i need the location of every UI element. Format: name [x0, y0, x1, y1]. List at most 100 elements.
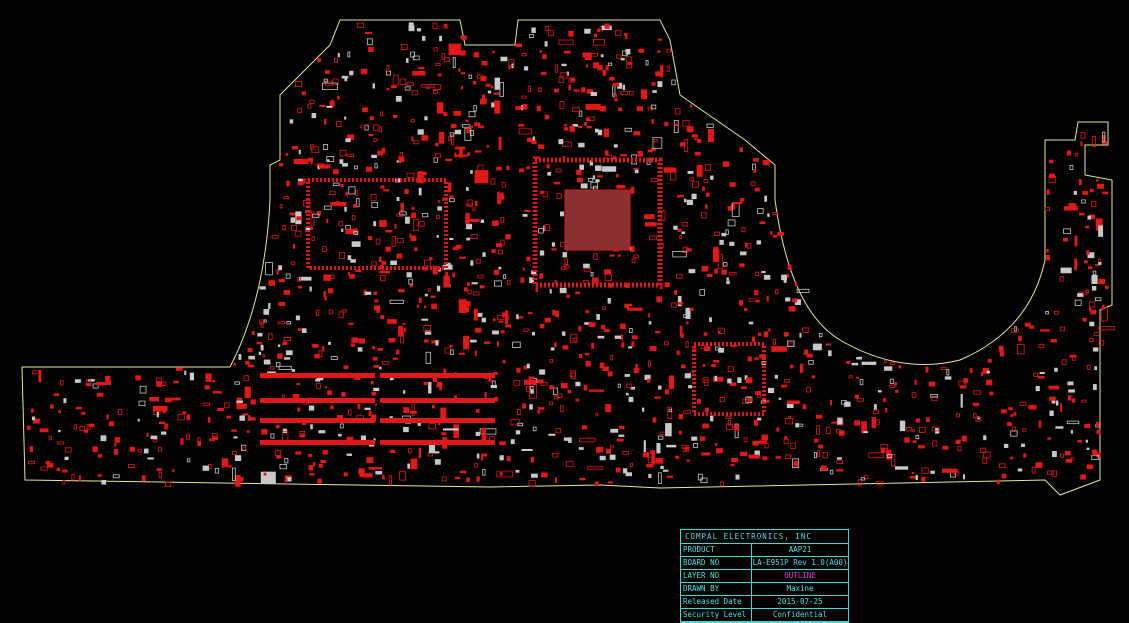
component-pad [40, 466, 48, 471]
component-pad [777, 232, 785, 236]
component-pad [476, 476, 480, 482]
component-pad [242, 413, 249, 416]
component-pad [379, 366, 382, 370]
component-pad [259, 319, 264, 325]
component-pad [494, 100, 501, 114]
component-pad [147, 457, 154, 460]
component-pad [279, 204, 283, 209]
component-pad [982, 457, 988, 464]
component-pad [454, 476, 461, 480]
component-pad [1047, 470, 1054, 475]
component-pad [757, 417, 762, 421]
component-pad [425, 351, 432, 364]
component-pad [467, 282, 470, 287]
component-pad [85, 379, 91, 387]
component-pad [418, 447, 421, 459]
component-pad [940, 367, 947, 370]
component-pad [529, 277, 534, 284]
component-pad [553, 181, 561, 185]
component-pad [710, 175, 714, 180]
component-pad [583, 384, 588, 391]
component-pad [540, 381, 548, 386]
component-pad [444, 347, 451, 354]
component-pad [678, 430, 682, 435]
component-pad [323, 78, 328, 83]
component-pad [717, 254, 724, 270]
component-pad [368, 410, 372, 417]
component-pad [328, 341, 331, 345]
component-pad [439, 35, 443, 42]
component-pad [681, 222, 689, 227]
component-pad [667, 406, 673, 420]
component-pad [418, 170, 423, 177]
component-pad [631, 258, 636, 263]
component-pad [513, 380, 521, 386]
component-pad [762, 399, 770, 403]
component-pad [650, 147, 656, 152]
component-pad [589, 389, 604, 392]
component-pad [590, 92, 597, 97]
component-pad [285, 350, 293, 356]
component-pad [527, 137, 533, 143]
component-pad [406, 82, 414, 86]
component-pad [432, 265, 438, 275]
component-pad [341, 309, 347, 313]
component-pad [355, 270, 362, 273]
component-pad [262, 354, 266, 358]
component-pad [75, 406, 82, 410]
component-pad [309, 472, 315, 476]
component-pad [56, 441, 65, 445]
component-pad [1047, 437, 1051, 440]
component-pad [503, 274, 507, 279]
component-pad [353, 203, 357, 208]
component-pad [713, 376, 724, 382]
component-pad [620, 154, 627, 157]
tb-value: 2015-07-25 [777, 597, 823, 606]
component-pad [822, 452, 828, 459]
component-pad [328, 309, 334, 315]
component-pad [680, 333, 684, 338]
component-pad [475, 258, 481, 264]
component-pad [874, 404, 877, 410]
component-pad [499, 195, 505, 200]
component-pad [1066, 150, 1072, 156]
component-pad [1096, 178, 1099, 182]
component-pad [532, 136, 535, 142]
tb-value: AAP21 [788, 545, 812, 554]
component-pad [544, 317, 551, 323]
component-pad [536, 379, 544, 384]
component-pad [802, 327, 810, 333]
component-pad [86, 383, 92, 386]
component-pad [606, 152, 609, 155]
component-pad [366, 166, 373, 172]
component-pad [422, 213, 429, 218]
component-pad [691, 436, 698, 441]
component-pad [1051, 470, 1057, 477]
component-pad [785, 297, 791, 302]
component-pad [713, 231, 720, 236]
component-pad [326, 105, 333, 108]
component-pad [497, 249, 503, 255]
component-pad [62, 480, 66, 485]
component-pad [604, 273, 613, 282]
component-pad [1023, 453, 1027, 458]
component-pad [816, 425, 820, 435]
component-pad [521, 104, 524, 111]
component-pad [496, 166, 502, 171]
component-pad [180, 438, 184, 446]
component-pad [610, 445, 614, 449]
component-pad [677, 295, 682, 307]
component-pad [1012, 426, 1016, 432]
component-pad [231, 450, 237, 455]
component-pad [703, 332, 708, 336]
component-pad [975, 417, 982, 422]
component-pad [293, 158, 309, 165]
component-pad [512, 341, 521, 348]
component-pad [349, 70, 354, 76]
component-pad [329, 190, 336, 196]
component-pad [570, 77, 576, 82]
component-pad [295, 315, 300, 321]
component-pad [718, 331, 721, 334]
component-pad [184, 370, 187, 376]
